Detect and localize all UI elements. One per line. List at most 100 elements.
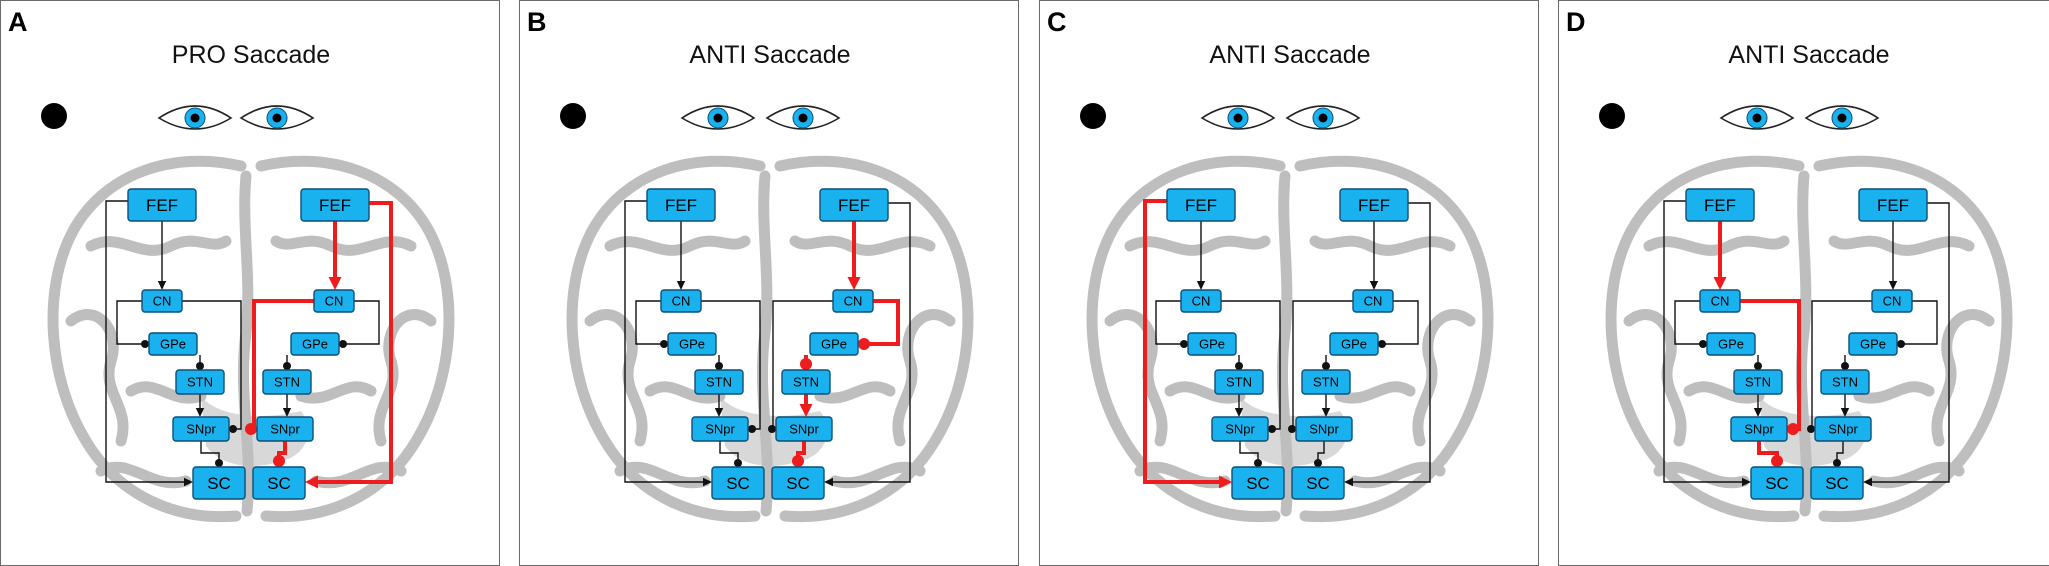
node-label: SNpr bbox=[1309, 422, 1339, 437]
node-r-gpe: GPe bbox=[809, 332, 859, 356]
node-l-gpe: GPe bbox=[667, 332, 717, 356]
pathway-r-fef-sc bbox=[305, 201, 393, 489]
node-label: FEF bbox=[1877, 196, 1909, 215]
right-eye-icon bbox=[1804, 105, 1880, 130]
node-l-cn: CN bbox=[660, 289, 702, 313]
node-label: SC bbox=[786, 474, 810, 493]
node-r-fef: FEF bbox=[300, 188, 370, 222]
node-label: SNpr bbox=[1828, 422, 1858, 437]
node-label: SNpr bbox=[1225, 422, 1255, 437]
left-eye-icon bbox=[680, 105, 756, 130]
node-r-stn: STN bbox=[1820, 369, 1870, 395]
pathway-r-cn-gpe bbox=[1378, 300, 1419, 348]
pathway-r-fef-sc bbox=[824, 202, 911, 487]
node-r-fef: FEF bbox=[819, 188, 889, 222]
pathway-l-stn-snpr bbox=[195, 394, 205, 417]
pathway-r-cn-gpe bbox=[1897, 300, 1938, 348]
pathway-l-cn-gpe bbox=[1155, 300, 1188, 348]
node-r-gpe: GPe bbox=[1329, 332, 1379, 356]
pathway-r-stn-snpr bbox=[1840, 394, 1850, 417]
pathway-r-fef-cn bbox=[1369, 221, 1379, 290]
node-r-cn: CN bbox=[1871, 289, 1913, 313]
pathway-l-cn-gpe bbox=[1674, 300, 1707, 348]
pathway-l-fef-sc bbox=[624, 200, 712, 487]
node-label: SC bbox=[207, 474, 231, 493]
node-l-stn: STN bbox=[1214, 369, 1264, 395]
pathway-r-fef-cn bbox=[1888, 221, 1898, 290]
node-l-cn: CN bbox=[1180, 289, 1222, 313]
node-l-gpe: GPe bbox=[1187, 332, 1237, 356]
pathway-l-stn-snpr bbox=[714, 394, 724, 417]
pathway-l-fef-cn bbox=[1713, 221, 1727, 290]
node-r-sc: SC bbox=[252, 466, 306, 500]
node-r-stn: STN bbox=[1301, 369, 1351, 395]
node-label: CN bbox=[844, 294, 863, 309]
right-eye-icon bbox=[1285, 105, 1361, 130]
node-r-snpr: SNpr bbox=[775, 416, 833, 442]
pathway-l-gpe-stn bbox=[1235, 355, 1243, 370]
node-label: SNpr bbox=[1744, 422, 1774, 437]
node-label: FEF bbox=[319, 196, 351, 215]
pathway-r-fef-sc bbox=[1863, 202, 1950, 487]
node-r-fef: FEF bbox=[1339, 188, 1409, 222]
node-label: FEF bbox=[838, 196, 870, 215]
node-r-gpe: GPe bbox=[1848, 332, 1898, 356]
node-l-snpr: SNpr bbox=[1211, 416, 1269, 442]
pathway-l-cn-snpr bbox=[182, 300, 242, 433]
node-l-sc: SC bbox=[711, 466, 765, 500]
node-l-cn: CN bbox=[1699, 289, 1741, 313]
node-r-sc: SC bbox=[1810, 466, 1864, 500]
pathway-r-cn-gpe bbox=[339, 300, 380, 348]
node-label: STN bbox=[1226, 375, 1252, 390]
pathway-r-cn-snpr bbox=[768, 300, 833, 433]
pathway-r-snpr-sc bbox=[1833, 441, 1844, 467]
node-l-gpe: GPe bbox=[148, 332, 198, 356]
pathway-l-cn-gpe bbox=[635, 300, 668, 348]
node-l-fef: FEF bbox=[1685, 188, 1755, 222]
panel-title: ANTI Saccade bbox=[689, 41, 851, 69]
pathway-r-fef-sc bbox=[1344, 202, 1431, 487]
node-label: GPe bbox=[679, 337, 705, 352]
pathway-l-gpe-stn bbox=[1754, 355, 1762, 370]
node-r-snpr: SNpr bbox=[1295, 416, 1353, 442]
right-eye-icon bbox=[765, 105, 841, 130]
node-label: SNpr bbox=[186, 422, 216, 437]
node-label: GPe bbox=[1718, 337, 1744, 352]
node-label: CN bbox=[1711, 294, 1730, 309]
node-label: STN bbox=[1313, 375, 1339, 390]
node-label: SNpr bbox=[789, 422, 819, 437]
node-l-fef: FEF bbox=[646, 188, 716, 222]
node-r-sc: SC bbox=[1291, 466, 1345, 500]
node-r-stn: STN bbox=[781, 369, 831, 395]
pathway-r-gpe-stn bbox=[800, 355, 812, 370]
node-l-stn: STN bbox=[175, 369, 225, 395]
node-label: SNpr bbox=[270, 422, 300, 437]
pathway-l-cn-snpr bbox=[1221, 300, 1281, 433]
node-label: STN bbox=[187, 375, 213, 390]
pathway-l-fef-sc bbox=[1663, 200, 1751, 487]
node-label: FEF bbox=[665, 196, 697, 215]
pathway-r-fef-cn bbox=[328, 221, 342, 290]
panel-title: PRO Saccade bbox=[171, 41, 331, 69]
left-eye-icon bbox=[157, 105, 233, 130]
left-eye-icon bbox=[1719, 105, 1795, 130]
pathway-r-gpe-stn bbox=[1841, 355, 1849, 370]
pathway-l-stn-snpr bbox=[1753, 394, 1763, 417]
pathway-r-cn-gpe bbox=[858, 299, 900, 350]
node-l-stn: STN bbox=[1733, 369, 1783, 395]
node-label: CN bbox=[1364, 294, 1383, 309]
node-label: FEF bbox=[1704, 196, 1736, 215]
left-eye-icon bbox=[1200, 105, 1276, 130]
node-label: STN bbox=[1832, 375, 1858, 390]
pathway-r-cn-snpr bbox=[1288, 300, 1353, 433]
node-l-cn: CN bbox=[141, 289, 183, 313]
node-r-stn: STN bbox=[262, 369, 312, 395]
node-label: STN bbox=[706, 375, 732, 390]
node-r-fef: FEF bbox=[1858, 188, 1928, 222]
pathway-l-fef-cn bbox=[676, 221, 686, 290]
